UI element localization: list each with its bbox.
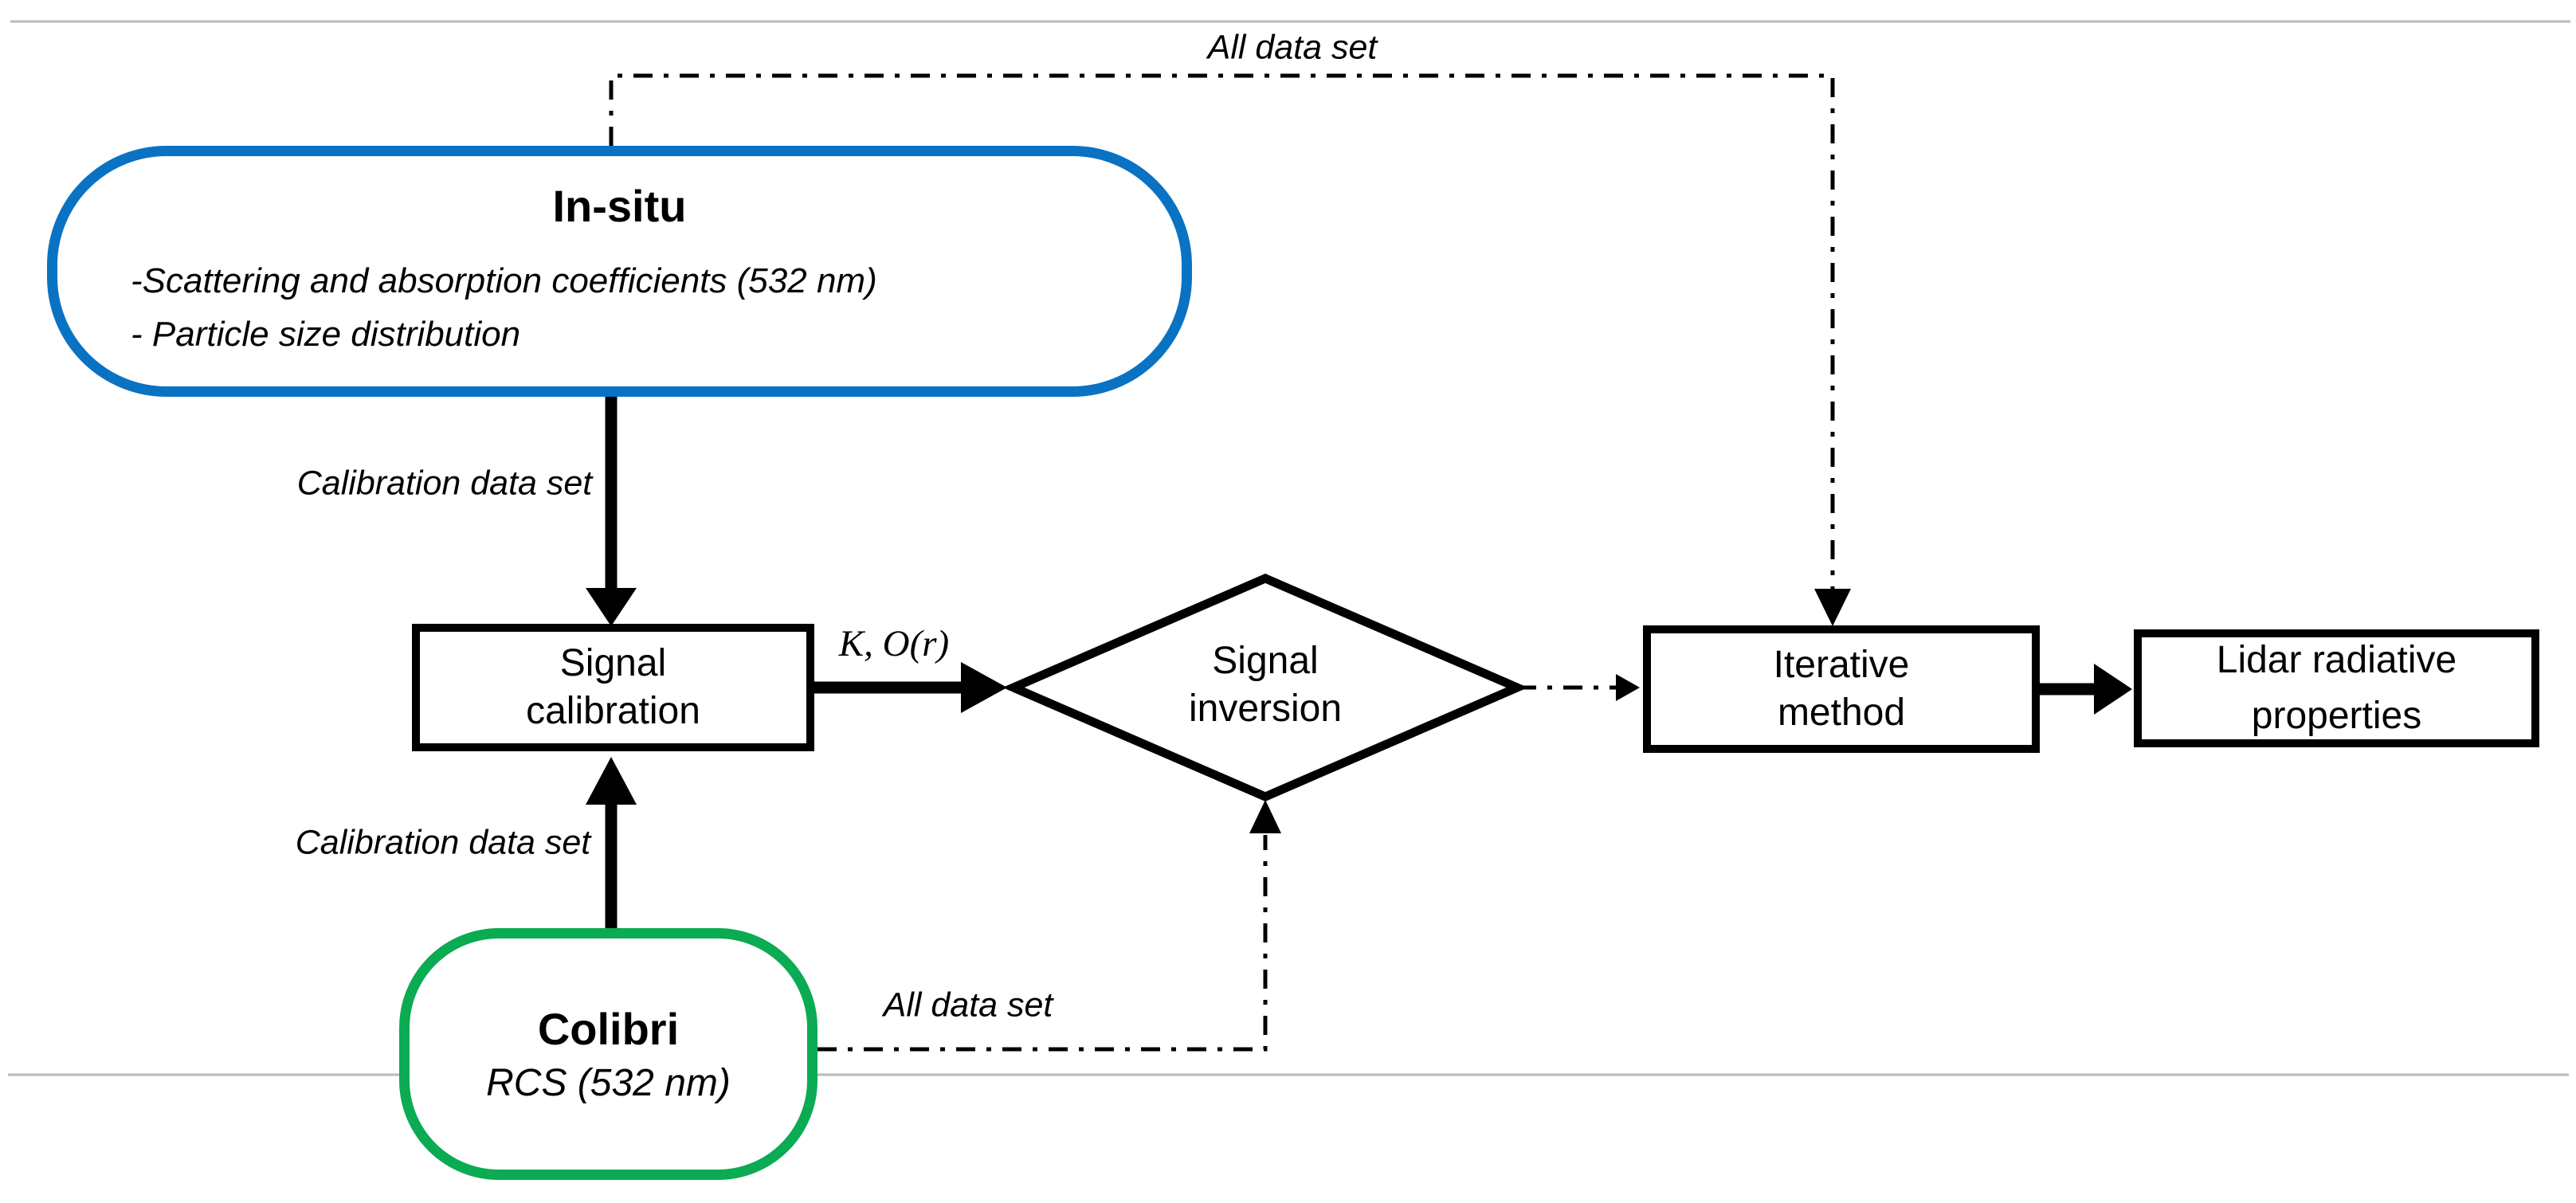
node-lidar-radiative-properties: Lidar radiative properties <box>2134 629 2539 747</box>
signal-inversion-line1: Signal <box>1212 640 1319 682</box>
node-signal-inversion-label: Signal inversion <box>1106 637 1425 733</box>
label-calibration-data-set-lower: Calibration data set <box>295 823 591 862</box>
node-colibri: Colibri RCS (532 nm) <box>399 928 817 1180</box>
edge-insitu-to-calibration-arrowhead <box>586 588 637 626</box>
label-all-data-set-top: All data set <box>1207 28 1378 67</box>
label-k-o-r: K, O(r) <box>838 623 950 664</box>
in-situ-bullet-2: - Particle size distribution <box>131 315 521 354</box>
edge-alldata-top-arrowhead <box>1814 589 1851 626</box>
iterative-method-line1: Iterative <box>1773 644 1910 686</box>
edge-inversion-to-iterative-arrowhead <box>1616 674 1640 701</box>
signal-inversion-line2: inversion <box>1188 688 1343 730</box>
label-calibration-data-set-upper: Calibration data set <box>296 464 593 503</box>
edge-calibration-to-inversion-arrowhead <box>961 662 1007 713</box>
edge-iterative-to-lidar-arrowhead <box>2094 664 2132 715</box>
label-all-data-set-bottom: All data set <box>883 986 1053 1025</box>
in-situ-bullet-1: -Scattering and absorption coefficients … <box>131 261 877 300</box>
iterative-method-line2: method <box>1777 692 1906 734</box>
colibri-title: Colibri <box>537 1004 680 1054</box>
signal-calibration-line1: Signal <box>559 642 667 684</box>
in-situ-title: In-situ <box>552 181 687 231</box>
node-signal-calibration: Signal calibration <box>412 624 814 751</box>
lidar-properties-line2: properties <box>2251 695 2422 737</box>
colibri-subtitle: RCS (532 nm) <box>486 1062 731 1104</box>
edge-alldata-top-path <box>609 73 1835 590</box>
edge-alldata-bottom-path <box>817 835 1268 1052</box>
signal-calibration-line2: calibration <box>526 690 700 732</box>
lidar-properties-line1: Lidar radiative <box>2216 639 2457 681</box>
signal-inversion-diamond <box>1002 574 1528 801</box>
node-in-situ: In-situ -Scattering and absorption coeff… <box>47 146 1192 397</box>
edge-alldata-bottom-arrowhead <box>1249 800 1281 833</box>
in-situ-bullet-list: -Scattering and absorption coefficients … <box>57 254 1182 361</box>
node-iterative-method: Iterative method <box>1643 625 2040 753</box>
edge-colibri-to-calibration-arrowhead <box>586 757 637 805</box>
